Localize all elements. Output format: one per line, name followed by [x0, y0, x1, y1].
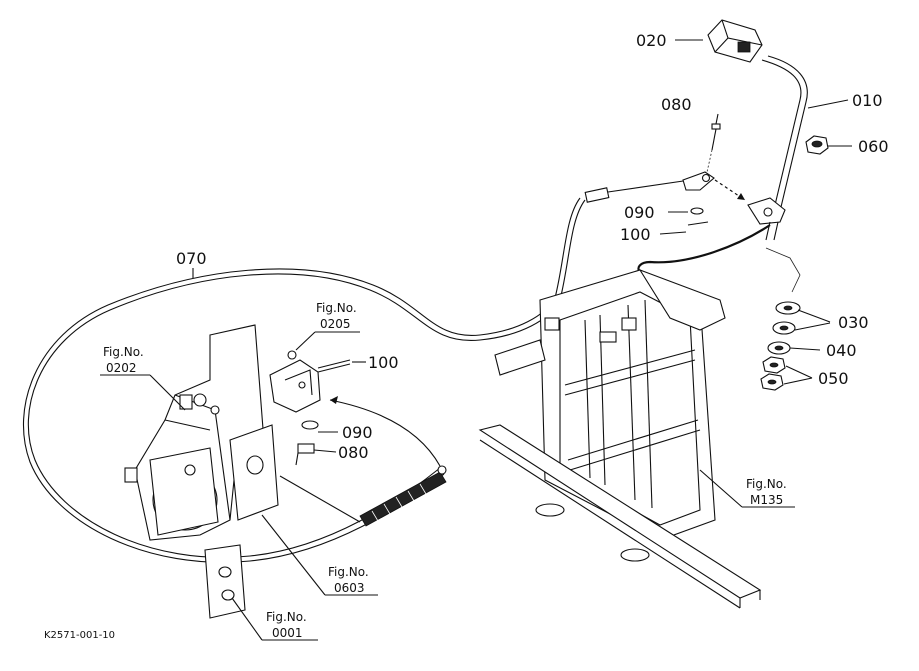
leader-lines: [100, 39, 852, 641]
washer-090-left: [301, 420, 319, 430]
label-part-050: 050: [818, 369, 849, 388]
fig-m135-number: M135: [750, 493, 783, 507]
nut-060: [805, 135, 829, 155]
label-part-030: 030: [838, 313, 869, 332]
spring-washer-040: [767, 341, 791, 355]
label-part-040: 040: [826, 341, 857, 360]
fig-0205-number: 0205: [320, 317, 351, 331]
label-part-080-left: 080: [338, 443, 369, 462]
fig-0001-number: 0001: [272, 626, 303, 640]
cable-thread-end: [359, 465, 447, 527]
washer-090-top: [690, 207, 704, 215]
part-labels: 020 010 060 080 090 100 030 040 050 070 …: [176, 31, 889, 462]
figure-references: Fig.No. 0205 Fig.No. 0202 Fig.No. 0603 F…: [103, 301, 787, 640]
fig-0603-label: Fig.No.: [328, 565, 369, 579]
governor-bracket: [269, 350, 321, 413]
label-part-090-top: 090: [624, 203, 655, 222]
document-code: K2571-001-10: [44, 630, 115, 641]
engine-block: [124, 324, 279, 619]
fig-0202-number: 0202: [106, 361, 137, 375]
hand-lever: [637, 19, 808, 273]
fig-0001-label: Fig.No.: [266, 610, 307, 624]
bolt-080-top: [706, 123, 721, 173]
fig-0205-label: Fig.No.: [316, 301, 357, 315]
fig-0202-label: Fig.No.: [103, 345, 144, 359]
fig-0603-number: 0603: [334, 581, 365, 595]
cotter-pin-100-left: [317, 359, 351, 373]
nut-050a: [762, 356, 786, 374]
bolt-080-left: [295, 443, 315, 466]
lever-grip: [707, 19, 763, 63]
label-part-060: 060: [858, 137, 889, 156]
label-part-080-top: 080: [661, 95, 692, 114]
frame-assembly: [478, 268, 762, 609]
washer-030b: [772, 321, 796, 335]
label-part-100-left: 100: [368, 353, 399, 372]
fig-m135-label: Fig.No.: [746, 477, 787, 491]
label-part-100-top: 100: [620, 225, 651, 244]
cotter-pin-100-top: [687, 221, 709, 226]
washer-030a: [775, 301, 801, 315]
nut-050b: [760, 373, 784, 391]
label-part-010: 010: [852, 91, 883, 110]
label-part-070: 070: [176, 249, 207, 268]
label-part-020: 020: [636, 31, 667, 50]
label-part-090-left: 090: [342, 423, 373, 442]
